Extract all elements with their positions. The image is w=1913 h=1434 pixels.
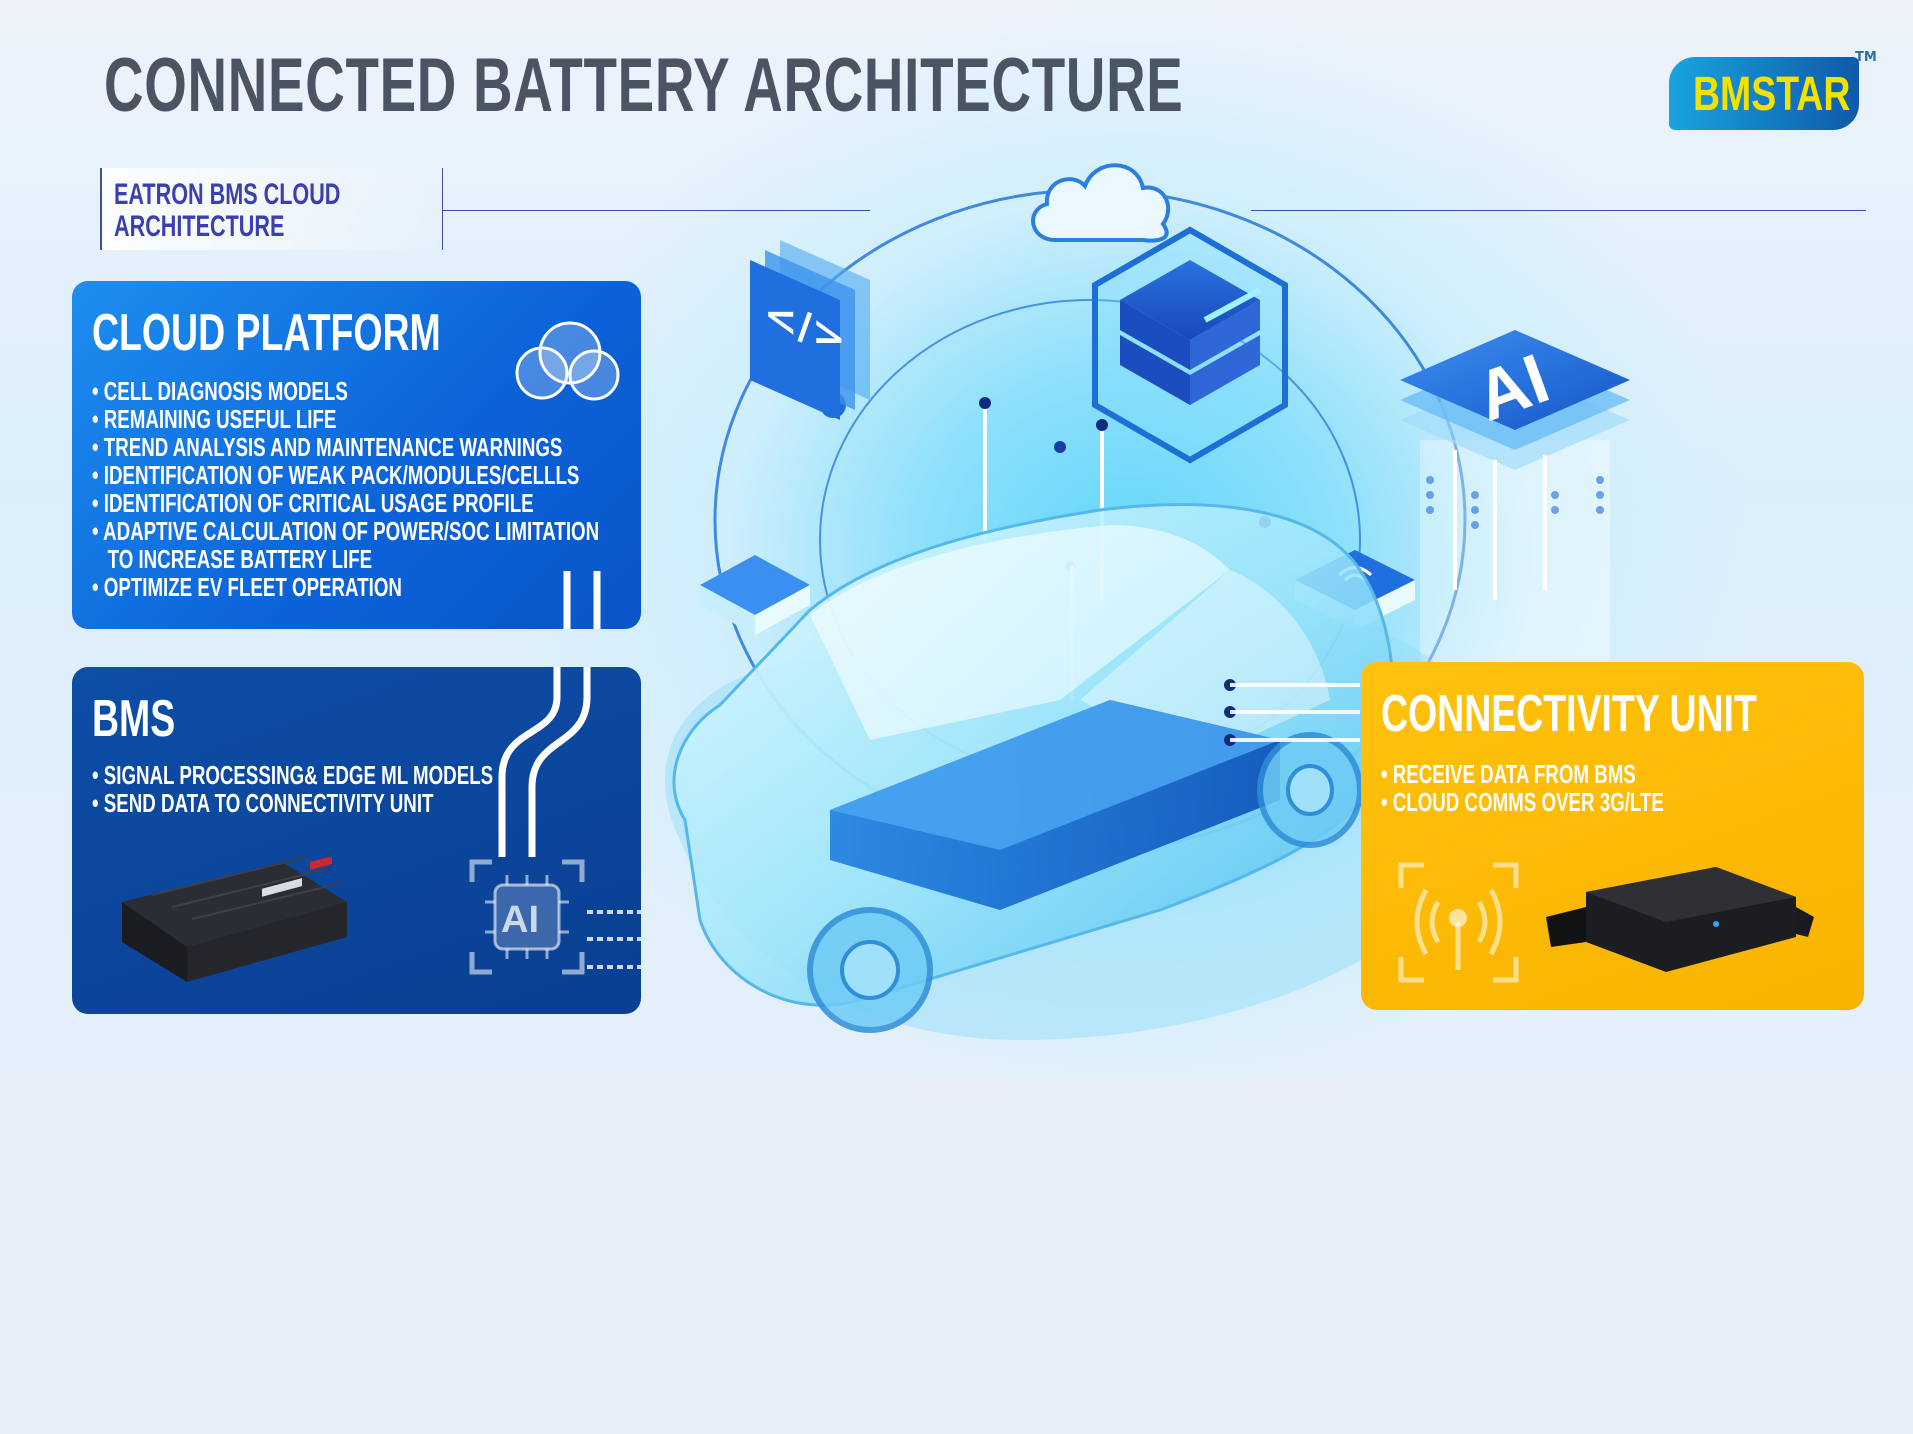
list-item: SIGNAL PROCESSING& EDGE ML MODELS [92,761,493,789]
cloud-platform-title: CLOUD PLATFORM [92,304,441,362]
list-item: IDENTIFICATION OF CRITICAL USAGE PROFILE [92,489,599,517]
bms-title: BMS [92,690,176,748]
divider-right [1251,210,1866,211]
bms-panel: BMS SIGNAL PROCESSING& EDGE ML MODELS SE… [72,667,641,1014]
list-item: SEND DATA TO CONNECTIVITY UNIT [92,789,493,817]
server-cube-icon [1092,226,1288,464]
connectivity-unit-panel: CONNECTIVITY UNIT RECEIVE DATA FROM BMS … [1361,662,1864,1010]
ai-server-icon: AI [1400,330,1630,700]
ai-chip-label: AI [501,899,539,941]
connectivity-unit-list: RECEIVE DATA FROM BMS CLOUD COMMS OVER 3… [1381,760,1774,816]
divider-left [442,210,870,211]
antenna-signal-icon [1398,862,1519,983]
list-item: OPTIMIZE EV FLEET OPERATION [92,573,599,601]
list-item: CELL DIAGNOSIS MODELS [92,377,599,405]
list-item: TO INCREASE BATTERY LIFE [107,544,373,574]
bmstar-logo: BMSTAR [1669,57,1859,130]
trademark-mark: TM [1855,50,1877,65]
cloud-platform-panel: CLOUD PLATFORM CELL DIAGNOSIS MODELS REM… [72,281,641,629]
connectivity-unit-title: CONNECTIVITY UNIT [1381,685,1757,743]
subtitle-line-2: ARCHITECTURE [114,210,285,243]
data-tile-left [700,555,810,635]
list-item: CLOUD COMMS OVER 3G/LTE [1381,788,1664,816]
bms-hardware-image [122,857,347,982]
page-title: CONNECTED BATTERY ARCHITECTURE [104,43,1184,128]
bms-to-car-wires [587,910,641,969]
bms-list: SIGNAL PROCESSING& EDGE ML MODELS SEND D… [92,761,641,817]
architecture-poster: CONNECTED BATTERY ARCHITECTURE BMSTAR TM… [0,0,1913,1078]
cloud-platform-list: CELL DIAGNOSIS MODELS REMAINING USEFUL L… [92,377,641,601]
code-icon: </> [750,240,870,420]
logo-text: BMSTAR [1693,68,1851,121]
list-item: RECEIVE DATA FROM BMS [1381,760,1664,788]
ev-network-illustration: </> AI [640,163,1630,1040]
car-to-connectivity-lines [1230,683,1360,742]
bms-wire [498,667,591,857]
cloud-to-bms-wire [563,571,601,629]
ai-chip-icon: AI [469,859,585,975]
list-item: ADAPTIVE CALCULATION OF POWER/SOC LIMITA… [92,517,599,545]
list-item: IDENTIFICATION OF WEAK PACK/MODULES/CELL… [92,461,599,489]
list-item: TREND ANALYSIS AND MAINTENANCE WARNINGS [92,433,599,461]
list-item: REMAINING USEFUL LIFE [92,405,599,433]
subtitle-box: EATRON BMS CLOUD ARCHITECTURE [100,168,443,250]
connection-dots [979,397,1108,431]
cloud-icon [1031,163,1171,243]
subtitle-line-1: EATRON BMS CLOUD [114,178,341,211]
telematics-device-image [1546,867,1814,972]
